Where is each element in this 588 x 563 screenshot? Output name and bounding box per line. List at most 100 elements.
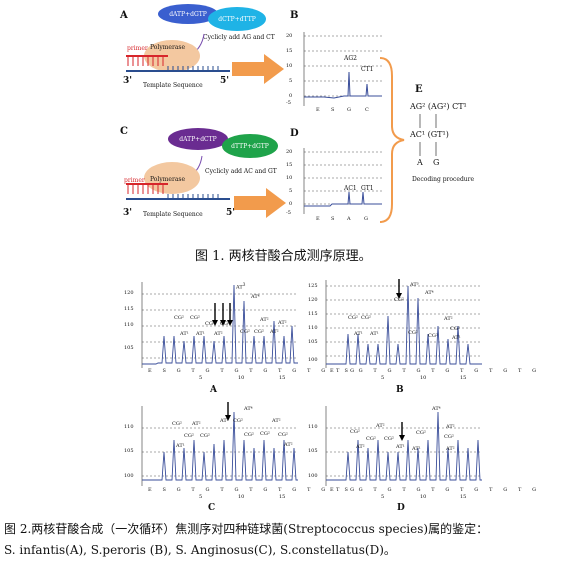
peak-label: CG² [450, 326, 460, 332]
peak-label: AT¹ [196, 331, 205, 337]
panel-b-ytick: 20 [286, 33, 293, 39]
peak-label: CG² [350, 429, 360, 435]
peak-label: CG² [428, 333, 438, 339]
pyrogram-a-label: A [210, 385, 217, 395]
panel-a-letter: A [120, 10, 128, 21]
figure-2-caption-line-2: S. infantis(A), S.peroris (B), S. Angino… [4, 543, 396, 557]
panel-d-ytick: 20 [286, 149, 293, 155]
pyrogram-d-xnum: 10 [420, 494, 427, 500]
pyrogram-c-xnum: 15 [279, 494, 286, 500]
template-label-c: Template Sequence [143, 211, 203, 218]
polymerase-label-a: Polymerase [150, 44, 186, 51]
peak-label-ct1: CT1 [361, 66, 374, 73]
panel-d-ytick: 15 [286, 162, 293, 168]
peak-label: CG² [184, 433, 194, 439]
decode-connector-top [419, 114, 437, 128]
panel-d-ytick: 10 [286, 175, 293, 181]
pyrogram-d-label: D [397, 503, 405, 513]
pyrogram-a-ytick: 105 [124, 345, 134, 351]
peak-label: CG² [190, 315, 200, 321]
polymerase-label-c: Polymerase [150, 176, 186, 183]
peak-label: CG² [348, 315, 358, 321]
panel-b-ytick: 10 [286, 63, 293, 69]
peak-label: AT² [356, 444, 365, 450]
panel-b-xtick: S [331, 107, 335, 113]
peak-label-gt1: GT1 [361, 185, 374, 192]
peak-label: AT⁴ [244, 406, 253, 412]
panel-a-diagram [126, 33, 230, 72]
peak-label-ac1: AC1 [344, 185, 357, 192]
peak-label: CG² [444, 434, 454, 440]
pyrogram-c-ytick: 105 [124, 448, 134, 454]
pyrogram-c-ytick: 100 [124, 473, 134, 479]
panel-d-letter: D [290, 128, 299, 139]
peak-label: AT³ [410, 282, 419, 288]
panel-b-xtick: C [365, 107, 369, 113]
peak-label: AT¹ [180, 331, 189, 337]
peak-label: AT² [278, 320, 287, 326]
pyrogram-a [141, 282, 298, 368]
peak-label: AT¹ [452, 335, 461, 341]
panel-d-ytick: 0 [289, 201, 293, 207]
panel-c-diagram [126, 155, 230, 200]
peak-label: AT⁴ [432, 406, 441, 412]
pyrogram-d-xnum: 5 [381, 494, 385, 500]
peak-label: CG² [254, 329, 264, 335]
pyrogram-d-xnum: 15 [460, 494, 467, 500]
pyrogram-a-xnum: 15 [279, 375, 286, 381]
peak-label: AT² [214, 331, 223, 337]
peak-label: CG² [361, 315, 371, 321]
peak-label: AT¹ [370, 331, 379, 337]
orange-bracket [379, 57, 405, 223]
peak-label: CG² [240, 329, 250, 335]
peak-label: AT¹ [176, 443, 185, 449]
peak-label: CG² [416, 430, 426, 436]
decoding-procedure-label: Decoding procedure [412, 176, 475, 183]
panel-d-ytick: 5 [289, 188, 293, 194]
peak-label: CG² [200, 433, 210, 439]
decoded-base-g: G [433, 158, 440, 167]
pyrogram-b-ytick: 125 [308, 283, 318, 289]
peak-label: AT² [260, 317, 269, 323]
peak-label: CG² [205, 321, 215, 327]
pyrogram-b-ytick: 105 [308, 339, 318, 345]
peak-label: AT² [220, 418, 229, 424]
pyrogram-a-xnum: 5 [199, 375, 203, 381]
pyrogram-b [325, 279, 482, 368]
peak-label: CG² [244, 432, 254, 438]
pyrogram-c-xnum: 5 [199, 494, 203, 500]
peak-label: CG² [408, 330, 418, 336]
peak-label: AT² [192, 421, 201, 427]
peak-label: AT¹ [396, 444, 405, 450]
five-prime-a: 5' [220, 76, 230, 86]
pyrogram-d-ytick: 100 [308, 473, 318, 479]
pyrogram-d [325, 406, 482, 486]
pyrogram-b-ytick: 120 [308, 297, 318, 303]
peak-label: CG² [174, 315, 184, 321]
decode-line-1: AG² (AG²) CT¹ [410, 102, 467, 111]
panel-d-xtick: E [316, 216, 320, 222]
pyrogram-c-ytick: 110 [124, 424, 134, 430]
peak-label: AT² [270, 329, 279, 335]
pyrogram-b-signal [326, 285, 482, 365]
pyrogram-d-ytick: 110 [308, 424, 318, 430]
panel-b-ytick: 5 [289, 78, 293, 84]
peak-label: CG² [220, 321, 230, 327]
arrow-c-to-d [234, 188, 286, 218]
pyrogram-d-signal [326, 411, 482, 481]
panel-b-letter: B [290, 10, 299, 21]
pyrogram-a-xnum: 10 [238, 375, 245, 381]
decode-line-2: AC¹ (GT¹) [410, 130, 449, 139]
peak-label-ag2: AG2 [344, 55, 357, 62]
primer-ticks [127, 56, 164, 66]
pyrogram-c-signal [142, 411, 298, 481]
panel-d-xtick: G [364, 216, 368, 222]
peak-label: AT² [284, 442, 293, 448]
peak-label: CG² [233, 418, 243, 424]
pyrogram-c-xnum: 10 [238, 494, 245, 500]
arrow-a-to-b [232, 54, 284, 84]
panel-b-ytick: 15 [286, 48, 293, 54]
panel-d-trace [303, 148, 382, 214]
peak-label: AT¹ [354, 331, 363, 337]
panel-d-signal [304, 191, 382, 207]
